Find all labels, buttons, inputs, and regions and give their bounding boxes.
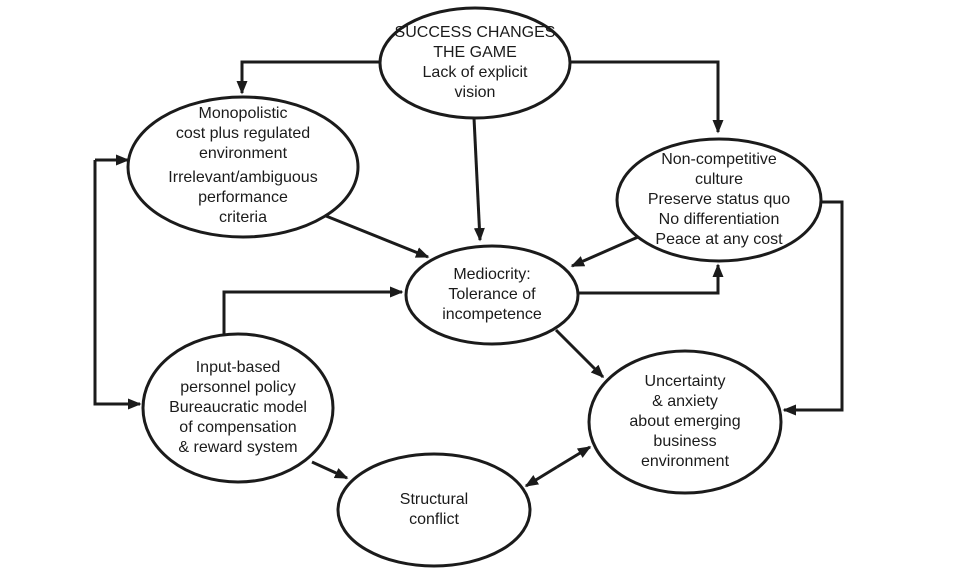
node-structural-conflict: Structural conflict bbox=[400, 490, 468, 530]
node-text-line: about emerging bbox=[629, 413, 741, 430]
arrow-inputbased-to-mediocrity bbox=[222, 286, 404, 336]
node-text-line: Peace at any cost bbox=[655, 231, 783, 248]
node-text-line: & reward system bbox=[178, 439, 298, 456]
node-text-line: vision bbox=[454, 84, 496, 101]
arrow-success-to-mediocrity bbox=[472, 117, 485, 242]
arrow-success-to-noncompetitive bbox=[568, 60, 724, 134]
node-text-line: Irrelevant/ambiguous bbox=[168, 169, 318, 186]
node-text-line: Tolerance of bbox=[448, 286, 536, 303]
node-noncompetitive-culture: Non-competitive culture Preserve status … bbox=[648, 150, 790, 250]
ellipse-success bbox=[378, 6, 572, 120]
ellipse-noncompetitive bbox=[615, 137, 823, 263]
node-text-line: Input-based bbox=[195, 359, 281, 376]
node-mediocrity: Mediocrity: Tolerance of incompetence bbox=[442, 265, 542, 325]
node-text-line: Non-competitive bbox=[661, 151, 777, 168]
ellipse-monopolistic bbox=[126, 95, 360, 239]
arrow-inputbased-to-structural bbox=[311, 460, 349, 480]
node-text-line: Uncertainty bbox=[644, 373, 726, 390]
node-monopolistic-environment: Monopolistic cost plus regulated environ… bbox=[168, 104, 317, 228]
node-uncertainty-anxiety: Uncertainty & anxiety about emerging bus… bbox=[629, 372, 740, 472]
node-text-line: Structural bbox=[399, 491, 469, 508]
arrow-structural-to-uncertainty bbox=[556, 445, 592, 469]
arrow-mediocrity-to-uncertainty bbox=[554, 328, 605, 379]
node-text-line: of compensation bbox=[179, 419, 297, 436]
node-text-line: Monopolistic bbox=[198, 105, 288, 122]
node-text-line: conflict bbox=[409, 511, 459, 528]
node-text-line: personnel policy bbox=[180, 379, 296, 396]
ellipse-mediocrity bbox=[404, 244, 580, 346]
node-text-line: incompetence bbox=[442, 306, 542, 323]
node-text-line: Bureaucratic model bbox=[169, 399, 307, 416]
node-text-line: business bbox=[653, 433, 717, 450]
node-text-line: Preserve status quo bbox=[647, 191, 791, 208]
arrow-mediocrity-to-noncompetitive bbox=[578, 263, 724, 295]
arrow-uncertainty-to-structural bbox=[524, 465, 558, 488]
node-text-line: No differentiation bbox=[658, 211, 780, 228]
arrow-noncompetitive-to-mediocrity bbox=[570, 235, 639, 268]
ellipse-uncertainty bbox=[587, 349, 783, 495]
node-text-line: criteria bbox=[218, 209, 268, 226]
node-text-line: culture bbox=[694, 171, 744, 188]
node-text-line: performance bbox=[198, 189, 288, 206]
node-text-line: SUCCESS CHANGES bbox=[394, 24, 556, 41]
node-text-line: Mediocrity: bbox=[453, 266, 531, 283]
node-text-line: cost plus regulated bbox=[175, 125, 311, 142]
node-text-line: environment bbox=[198, 145, 288, 162]
node-input-based-policy: Input-based personnel policy Bureaucrati… bbox=[169, 358, 307, 458]
arrow-monopolistic-to-mediocrity bbox=[325, 214, 430, 259]
node-text-line: Lack of explicit bbox=[422, 64, 528, 81]
ellipse-structural bbox=[336, 452, 532, 568]
arrow-success-to-monopolistic bbox=[236, 60, 380, 95]
node-text-line: & anxiety bbox=[652, 393, 718, 410]
arrow-noncompetitive-to-uncertainty bbox=[782, 200, 844, 416]
node-text-line: environment bbox=[640, 453, 730, 470]
arrow-leftloop-to-inputbased bbox=[93, 160, 142, 410]
node-success-changes: SUCCESS CHANGES THE GAME Lack of explici… bbox=[395, 23, 556, 103]
node-text-line: THE GAME bbox=[433, 44, 517, 61]
ellipse-inputbased bbox=[141, 332, 335, 484]
